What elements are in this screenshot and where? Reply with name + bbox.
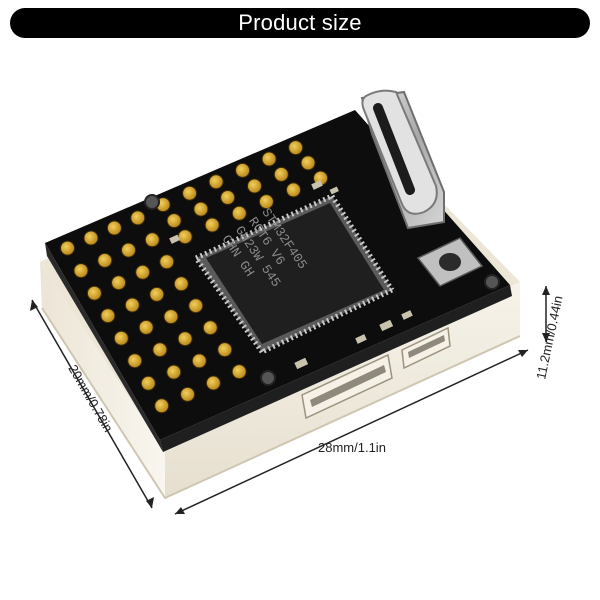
gold-pad <box>100 308 116 324</box>
gold-pad <box>173 276 189 292</box>
width-label: 28mm/1.1in <box>318 440 386 455</box>
gold-pad <box>204 217 220 233</box>
gold-pad <box>288 140 304 156</box>
gold-pad <box>182 185 198 201</box>
gold-pad <box>231 205 247 221</box>
gold-pad <box>83 230 99 246</box>
gold-pad <box>152 342 168 358</box>
smd-components <box>169 180 413 370</box>
gold-pad <box>208 174 224 190</box>
gold-pad <box>113 330 129 346</box>
gold-pad <box>60 240 75 256</box>
reset-button <box>416 237 484 287</box>
case-left-face <box>40 262 165 498</box>
gold-pad <box>135 264 151 280</box>
gold-pad <box>261 151 277 167</box>
gold-pad <box>273 166 289 182</box>
gold-pad <box>247 178 262 194</box>
mounting-screw <box>484 274 500 290</box>
gold-pad <box>235 162 251 178</box>
gold-pad <box>191 353 207 369</box>
gold-pad <box>300 155 316 171</box>
gold-pad <box>149 286 165 302</box>
gold-pad <box>111 275 127 291</box>
gold-pad <box>106 220 122 236</box>
gold-pad <box>86 285 102 301</box>
mcu-chip: STM32F405 RGT6 V6 GH23W 545 CHN GH <box>193 193 395 355</box>
gold-pad <box>73 263 89 279</box>
gold-pad <box>231 364 247 380</box>
gold-pad <box>177 229 193 245</box>
gold-pad <box>144 232 160 248</box>
height-label: 11.2mm/0.44in <box>533 294 565 380</box>
gold-pad <box>138 319 154 335</box>
gold-pad <box>220 190 236 205</box>
gold-pad <box>217 342 233 358</box>
gold-pad <box>166 213 182 229</box>
gold-pad <box>177 331 193 347</box>
gold-pad-grid <box>60 140 329 414</box>
page-title: Product size <box>238 10 362 35</box>
gold-pad <box>258 194 274 210</box>
gold-pad <box>180 386 196 402</box>
title-banner: Product size <box>10 8 590 38</box>
gold-pad <box>154 398 170 414</box>
gold-pad <box>188 298 204 314</box>
gold-pad <box>193 201 209 217</box>
mounting-screw <box>144 194 160 210</box>
gold-pad <box>121 242 136 258</box>
gold-pad <box>163 309 179 325</box>
dimension-width: 28mm/1.1in <box>174 349 529 515</box>
gold-pad <box>159 254 175 270</box>
mounting-screw <box>260 370 276 386</box>
gold-pad <box>127 353 143 369</box>
gold-pad <box>130 210 146 226</box>
gold-pad <box>286 182 301 198</box>
gold-pad <box>124 297 140 313</box>
gold-pad <box>202 320 218 336</box>
usb-c-connector <box>360 89 445 230</box>
gold-pad <box>166 364 182 380</box>
dimension-height: 11.2mm/0.44in <box>533 286 566 381</box>
gold-pad <box>205 375 221 391</box>
gold-pad <box>140 375 156 391</box>
gold-pad <box>97 252 113 268</box>
